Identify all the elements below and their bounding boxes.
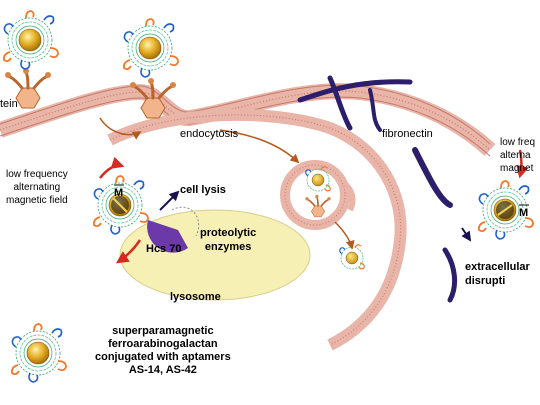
label-low-frequency-field: low frequency alternating magnetic field xyxy=(6,169,68,206)
label-cell-lysis: cell lysis xyxy=(180,184,226,196)
nanoparticle-top-left xyxy=(2,10,59,70)
arrow-field-right xyxy=(516,149,529,179)
fibronectin-fibres xyxy=(297,75,458,303)
arrow-endocytosis xyxy=(219,129,300,164)
nanoparticle-magnetized-center xyxy=(92,175,149,235)
nanoparticle-magnetized-right xyxy=(477,180,534,240)
label-protein-fragment: tein xyxy=(0,98,18,110)
label-hcs70: Hcs 70 xyxy=(146,243,182,255)
hcs70-protein xyxy=(147,220,188,253)
moment-label-center: M xyxy=(114,187,123,199)
label-right-field-fragment: low freq alterna magnet xyxy=(500,137,536,174)
label-lysosome: lysosome xyxy=(170,291,221,303)
label-endocytosis: endocytosis xyxy=(180,128,239,140)
label-proteolytic-enzymes: proteolytic enzymes xyxy=(200,227,257,253)
arrow-field-up xyxy=(99,156,125,179)
label-fibronectin: fibronectin xyxy=(382,128,433,140)
moment-label-right: M xyxy=(519,207,528,219)
nanoparticle-small-free xyxy=(339,244,365,270)
arrow-lysis xyxy=(159,190,180,211)
arrow-field-down xyxy=(115,239,142,264)
arrow-extracellular xyxy=(461,227,472,242)
lysis-arc xyxy=(171,206,200,237)
label-nanoparticle-description: superparamagnetic ferroarabinogalactan c… xyxy=(95,325,231,376)
nanoparticle-top-middle xyxy=(122,18,179,78)
endosome xyxy=(280,160,350,230)
nanoparticle-legend xyxy=(10,323,67,383)
arrow-to-receptor xyxy=(99,117,142,140)
arrow-endosome-release xyxy=(334,221,355,250)
label-extracellular-disruption: extracellular disrupti xyxy=(465,261,530,287)
